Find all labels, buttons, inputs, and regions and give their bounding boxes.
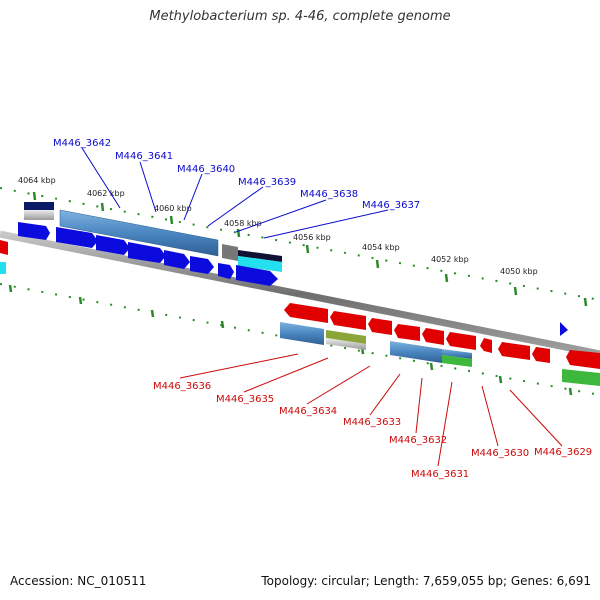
tick-track-bottom <box>0 283 600 396</box>
gene-label[interactable]: M446_3638 <box>300 189 358 200</box>
cog-track-bottom <box>0 262 600 386</box>
gene-label[interactable]: M446_3631 <box>411 469 469 480</box>
scale-label: 4062 kbp <box>87 189 125 198</box>
gene-label[interactable]: M446_3639 <box>238 177 296 188</box>
gene-label[interactable]: M446_3633 <box>343 417 401 428</box>
gene-label[interactable]: M446_3637 <box>362 200 420 211</box>
gene-label[interactable]: M446_3630 <box>471 448 529 459</box>
topology-label: Topology: circular; Length: 7,659,055 bp… <box>261 574 591 588</box>
scale-label: 4056 kbp <box>293 233 331 242</box>
gene-label[interactable]: M446_3632 <box>389 435 447 446</box>
leader-lines-bottom <box>179 353 563 467</box>
forward-genes <box>18 222 568 336</box>
cog-track-top <box>24 202 282 272</box>
scale-label: 4060 kbp <box>154 204 192 213</box>
tick-track-top <box>0 187 600 301</box>
scale-label: 4058 kbp <box>224 219 262 228</box>
accession-label: Accession: NC_010511 <box>10 574 147 588</box>
leader-lines-top <box>81 147 389 239</box>
reverse-genes <box>0 240 600 369</box>
gene-label[interactable]: M446_3641 <box>115 151 173 162</box>
gene-label[interactable]: M446_3629 <box>534 447 592 458</box>
scale-label: 4054 kbp <box>362 243 400 252</box>
scale-label: 4052 kbp <box>431 255 469 264</box>
gene-label[interactable]: M446_3635 <box>216 394 274 405</box>
scale-label: 4050 kbp <box>500 267 538 276</box>
gene-label[interactable]: M446_3634 <box>279 406 337 417</box>
genome-backbone <box>0 230 600 358</box>
scale-label: 4064 kbp <box>18 176 56 185</box>
gene-label[interactable]: M446_3640 <box>177 164 235 175</box>
gene-label[interactable]: M446_3642 <box>53 138 111 149</box>
gene-label[interactable]: M446_3636 <box>153 381 211 392</box>
page-title: Methylobacterium sp. 4-46, complete geno… <box>149 9 451 24</box>
